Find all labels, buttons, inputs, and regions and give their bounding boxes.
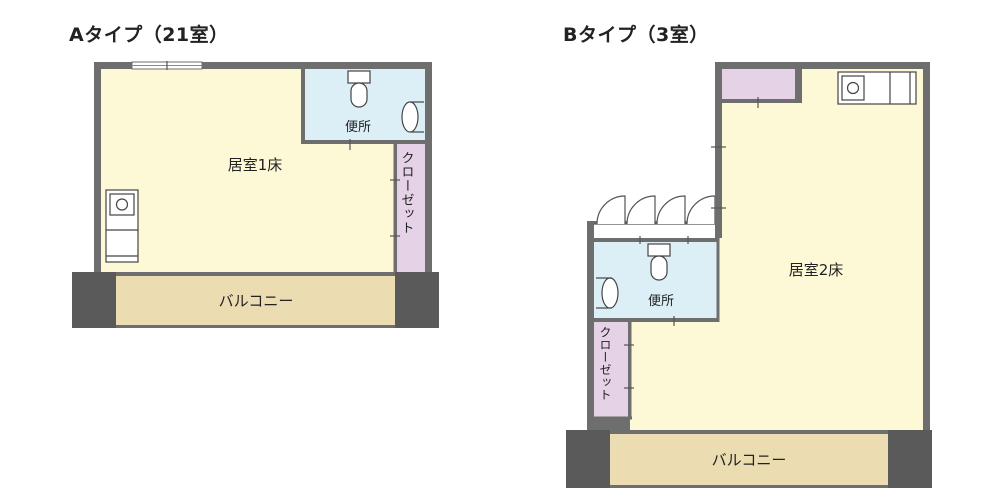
plan-b-right-pillar — [888, 430, 932, 488]
plan-a-title: Aタイプ（21室） — [69, 24, 229, 46]
plan-a-closet-label: クローゼット — [399, 151, 415, 235]
plan-b-room — [630, 69, 923, 430]
kitchenette-icon — [105, 189, 139, 263]
plan-a-balcony-label: バルコニー — [219, 292, 294, 310]
plan-b: 居室2床 便所 クローゼット バルコニー — [566, 62, 932, 488]
toilet-icon — [647, 243, 671, 281]
plan-a: 居室1床 便所 クローゼット バルコニー — [72, 61, 439, 328]
plan-b-title: Bタイプ（3室） — [563, 24, 709, 46]
plan-b-toilet-label: 便所 — [648, 294, 674, 309]
kitchenette-icon — [837, 71, 917, 105]
sink-icon — [596, 277, 619, 309]
plan-b-left-pillar — [566, 430, 610, 488]
toilet-icon — [347, 70, 371, 108]
plan-a-room-label: 居室1床 — [228, 156, 283, 174]
plan-a-toilet-label: 便所 — [345, 120, 371, 135]
plan-b-balcony — [610, 434, 888, 485]
door-swing-icon — [594, 195, 716, 225]
plan-b-top-closet — [722, 69, 795, 99]
plan-b-room-label: 居室2床 — [789, 261, 844, 279]
plan-a-right-pillar — [395, 272, 439, 328]
plan-a-left-pillar — [72, 272, 116, 328]
plan-a-closet — [397, 144, 425, 272]
plan-b-closet — [594, 322, 628, 418]
plan-b-closet-label: クローゼット — [598, 326, 612, 401]
plan-b-balcony-label: バルコニー — [712, 451, 787, 469]
sink-icon — [401, 101, 424, 133]
plan-a-balcony — [116, 276, 395, 325]
